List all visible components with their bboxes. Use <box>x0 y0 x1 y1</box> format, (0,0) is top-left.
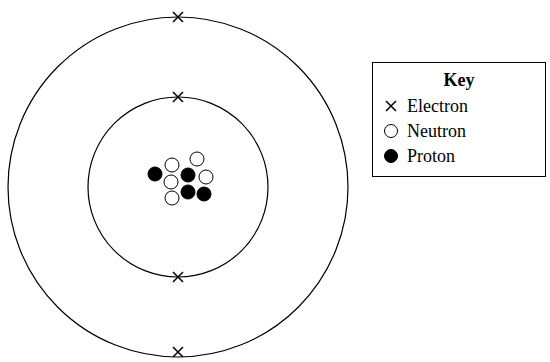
key-label: Proton <box>407 145 455 167</box>
outer-shell <box>8 17 348 357</box>
nucleus <box>148 152 213 205</box>
key-label: Electron <box>407 95 468 117</box>
key-row: Electron <box>383 93 535 118</box>
key-title: Key <box>383 69 535 91</box>
key-box: KeyElectronNeutronProton <box>372 62 546 177</box>
electron-symbol <box>383 98 399 114</box>
key-label: Neutron <box>407 120 466 142</box>
key-row: Neutron <box>383 118 535 143</box>
inner-shell <box>88 97 268 277</box>
proton-symbol <box>383 148 399 164</box>
neutron-symbol <box>383 123 399 139</box>
key-row: Proton <box>383 143 535 168</box>
